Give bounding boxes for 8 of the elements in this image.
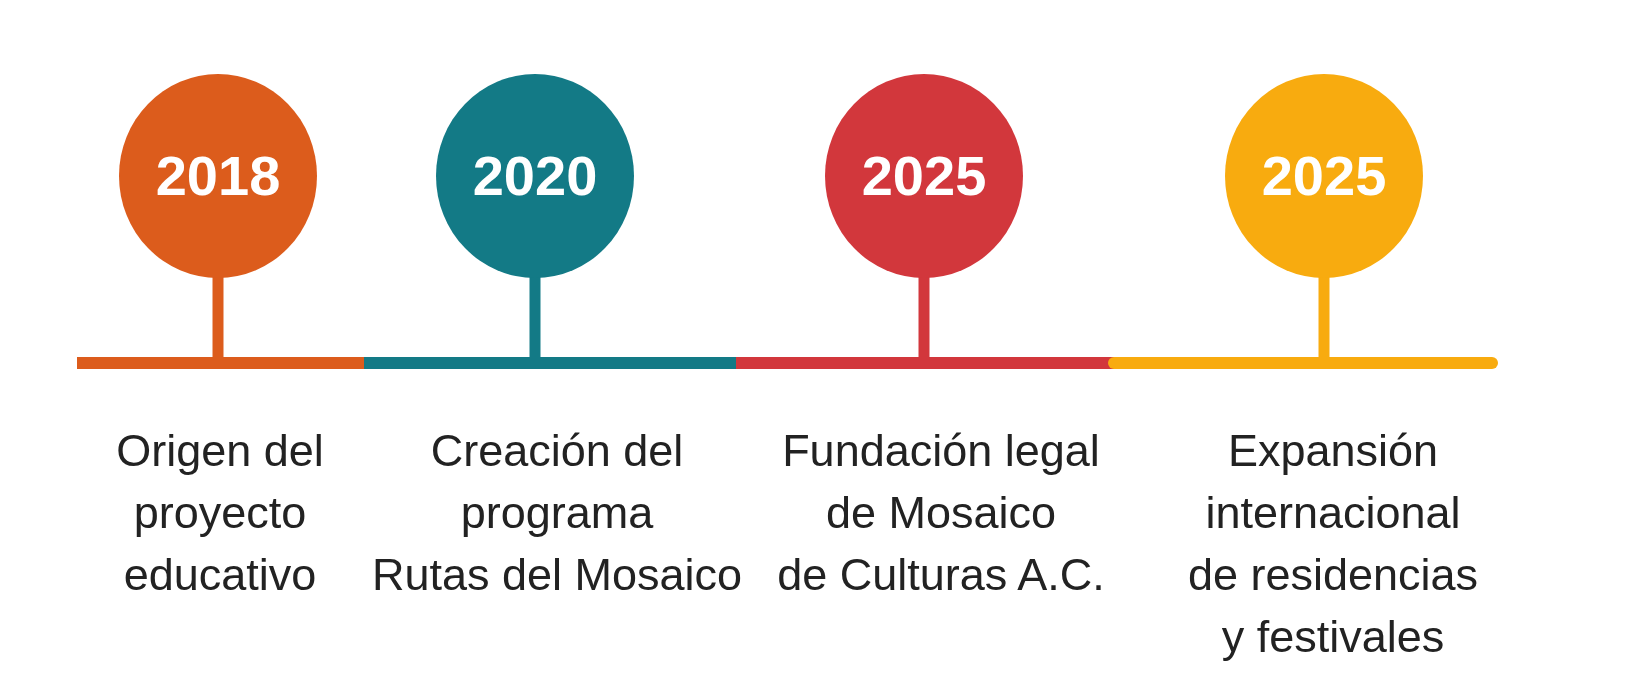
year-text: 2018: [155, 148, 281, 204]
milestone-label: Fundación legal de Mosaico de Culturas A.C.: [777, 424, 1105, 602]
year-text: 2020: [472, 148, 598, 204]
milestone-label: Creación del programa Rutas del Mosaico: [371, 424, 743, 602]
year-text: 2025: [861, 148, 987, 204]
milestone-label: Expansión internacional de residencias y festivales: [1187, 424, 1479, 664]
year-text: 2025: [1261, 148, 1387, 204]
milestone-label: Origen del proyecto educativo: [116, 424, 324, 602]
